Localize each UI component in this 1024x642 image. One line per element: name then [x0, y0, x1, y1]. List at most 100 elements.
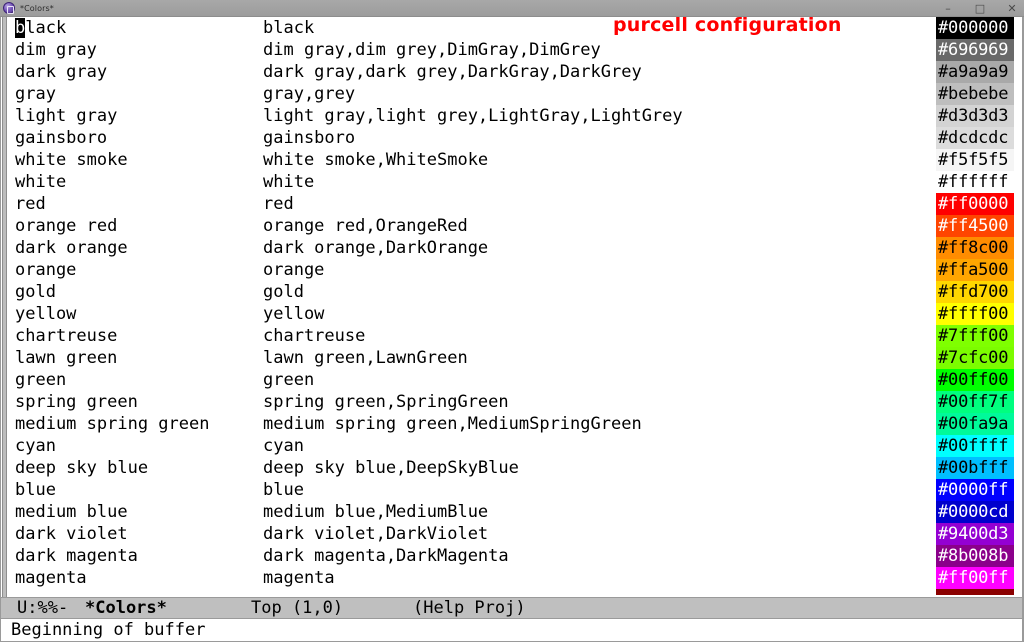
color-swatch[interactable]: #00ff7f: [936, 391, 1014, 413]
color-swatch[interactable]: #bebebe: [936, 83, 1014, 105]
color-name: deep sky blue: [15, 458, 149, 478]
color-name: dark magenta: [15, 546, 138, 566]
color-name: gold: [15, 282, 56, 302]
color-row[interactable]: gray gray,grey: [11, 83, 1022, 105]
color-aliases: medium blue,MediumBlue: [263, 502, 489, 522]
color-name: dim gray: [15, 40, 97, 60]
color-name: cyan: [15, 436, 56, 456]
color-row[interactable]: dim gray dim gray,dim grey,DimGray,DimGre…: [11, 39, 1022, 61]
color-aliases: magenta: [263, 568, 335, 588]
color-swatch[interactable]: #00ff00: [936, 369, 1014, 391]
mode-line-position: Top (1,0): [251, 598, 344, 618]
echo-area[interactable]: Beginning of buffer: [1, 619, 1022, 642]
color-swatch[interactable]: #7fff00: [936, 325, 1014, 347]
color-row[interactable]: lawn green lawn green,LawnGreen: [11, 347, 1022, 369]
minimize-button[interactable]: –: [945, 2, 951, 15]
color-row[interactable]: deep sky blue deep sky blue,DeepSkyBlue: [11, 457, 1022, 479]
color-swatch[interactable]: #7cfc00: [936, 347, 1014, 369]
color-swatch[interactable]: #ffff00: [936, 303, 1014, 325]
color-aliases: dim gray,dim grey,DimGray,DimGrey: [263, 40, 601, 60]
color-name: white: [15, 172, 67, 192]
color-aliases: orange red,OrangeRed: [263, 216, 468, 236]
color-aliases: gainsboro: [263, 128, 356, 148]
color-swatch[interactable]: #f5f5f5: [936, 149, 1014, 171]
color-row[interactable]: orange red orange red,OrangeRed: [11, 215, 1022, 237]
color-name: medium spring green: [15, 414, 210, 434]
color-swatch[interactable]: #000000: [936, 17, 1014, 39]
color-swatch[interactable]: #d3d3d3: [936, 105, 1014, 127]
color-name: dark gray: [15, 62, 108, 82]
color-name: chartreuse: [15, 326, 118, 346]
color-name: spring green: [15, 392, 138, 412]
color-aliases: red: [263, 194, 294, 214]
color-swatch[interactable]: #696969: [936, 39, 1014, 61]
color-aliases: gray,grey: [263, 84, 356, 104]
color-swatch[interactable]: #00bfff: [936, 457, 1014, 479]
color-swatch[interactable]: #a9a9a9: [936, 61, 1014, 83]
color-name: medium blue: [15, 502, 128, 522]
mode-line-modes: (Help Proj): [413, 598, 526, 618]
scrollbar-thumb[interactable]: [2, 17, 7, 597]
color-swatch[interactable]: #00ffff: [936, 435, 1014, 457]
window-controls: – □ ✕: [942, 0, 1018, 17]
maximize-button[interactable]: □: [974, 2, 986, 15]
mode-line-buffer-name: *Colors*: [85, 598, 167, 618]
color-swatch[interactable]: #8b008b: [936, 545, 1014, 567]
color-swatch[interactable]: #9400d3: [936, 523, 1014, 545]
mode-line-status: U:%%-: [17, 598, 69, 618]
color-row[interactable]: chartreuse chartreuse: [11, 325, 1022, 347]
vertical-scrollbar[interactable]: [1, 17, 8, 597]
color-name: black: [15, 18, 67, 38]
close-button[interactable]: ✕: [1007, 2, 1017, 15]
color-swatch[interactable]: #ff4500: [936, 215, 1014, 237]
color-name: gray: [15, 84, 56, 104]
color-swatch[interactable]: #ff00ff: [936, 567, 1014, 589]
color-aliases: chartreuse: [263, 326, 366, 346]
color-aliases: green: [263, 370, 315, 390]
color-name: light gray: [15, 106, 118, 126]
color-swatch[interactable]: #ffd700: [936, 281, 1014, 303]
color-aliases: blue: [263, 480, 304, 500]
color-swatch[interactable]: #ffa500: [936, 259, 1014, 281]
color-swatch[interactable]: #0000ff: [936, 479, 1014, 501]
color-swatch-column: #000000#696969#a9a9a9#bebebe#d3d3d3#dcdc…: [936, 17, 1014, 595]
color-swatch[interactable]: #ff8c00: [936, 237, 1014, 259]
color-swatch[interactable]: #00fa9a: [936, 413, 1014, 435]
window-title: *Colors*: [20, 3, 54, 13]
color-row[interactable]: [11, 589, 1022, 595]
color-row[interactable]: medium blue medium blue,MediumBlue: [11, 501, 1022, 523]
color-swatch[interactable]: [936, 589, 1014, 595]
color-aliases: lawn green,LawnGreen: [263, 348, 468, 368]
color-aliases: deep sky blue,DeepSkyBlue: [263, 458, 519, 478]
color-swatch[interactable]: #ffffff: [936, 171, 1014, 193]
color-name: orange red: [15, 216, 118, 236]
color-swatch[interactable]: #ff0000: [936, 193, 1014, 215]
color-swatch[interactable]: #0000cd: [936, 501, 1014, 523]
color-name: lawn green: [15, 348, 118, 368]
color-aliases: dark violet,DarkViolet: [263, 524, 489, 544]
mode-line[interactable]: U:%%- *Colors* Top (1,0) (Help Proj): [1, 597, 1022, 619]
color-aliases: yellow: [263, 304, 325, 324]
color-swatch[interactable]: #dcdcdc: [936, 127, 1014, 149]
